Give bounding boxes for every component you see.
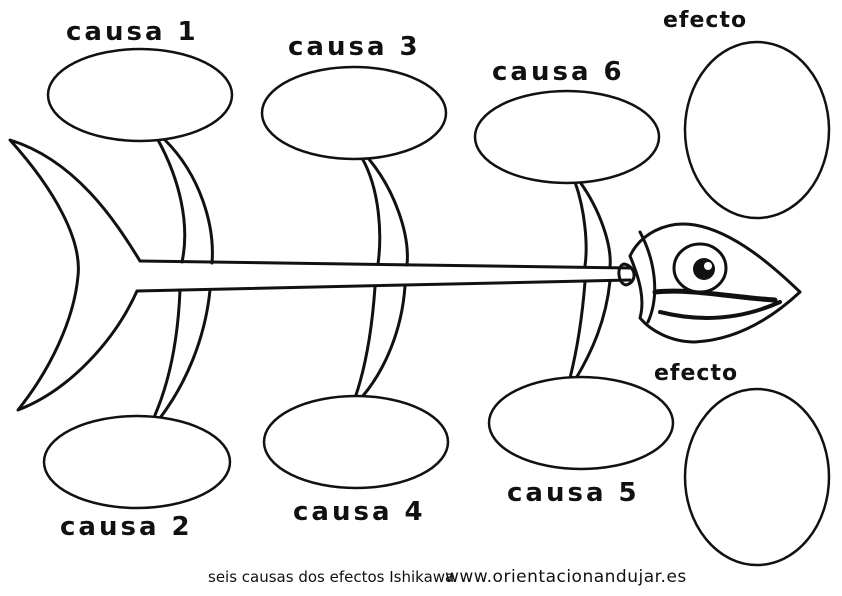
- cause-6-label: causa 6: [492, 57, 625, 87]
- fish-upper-lip: [652, 288, 778, 303]
- cause-5-label: causa 5: [507, 478, 640, 508]
- rib-cause-4: [354, 284, 407, 399]
- rib-cause-3: [360, 156, 409, 267]
- footer-url[interactable]: www.orientacionandujar.es: [445, 567, 687, 587]
- rib-cause-1: [156, 138, 214, 265]
- cause-2-label: causa 2: [60, 512, 193, 542]
- cause-1-label: causa 1: [66, 17, 199, 47]
- cause-2-box[interactable]: [42, 414, 232, 510]
- footer-caption: seis causas dos efectos Ishikawa: [208, 568, 454, 586]
- rib-cause-6: [573, 180, 612, 269]
- effect-1-box[interactable]: [683, 40, 831, 220]
- fish-lower-lip: [658, 300, 782, 320]
- fish-spine-bottom: [135, 278, 632, 293]
- fish-eye-highlight: [704, 262, 712, 270]
- cause-5-box[interactable]: [487, 375, 675, 471]
- effect-2-label: efecto: [654, 361, 738, 386]
- fish-tail: [8, 138, 142, 412]
- effect-2-box[interactable]: [683, 387, 831, 567]
- cause-6-box[interactable]: [473, 89, 661, 185]
- fish-mouth-ring: [617, 262, 636, 287]
- rib-cause-2: [153, 288, 212, 420]
- cause-4-box[interactable]: [262, 394, 450, 490]
- fish-spine-top: [138, 259, 632, 270]
- cause-3-box[interactable]: [260, 65, 448, 161]
- fish-gill: [638, 230, 657, 324]
- cause-4-label: causa 4: [293, 497, 426, 527]
- effect-1-label: efecto: [663, 8, 747, 33]
- cause-1-box[interactable]: [46, 47, 234, 143]
- rib-cause-5: [568, 279, 612, 382]
- fish-pupil: [693, 258, 715, 280]
- cause-3-label: causa 3: [288, 32, 421, 62]
